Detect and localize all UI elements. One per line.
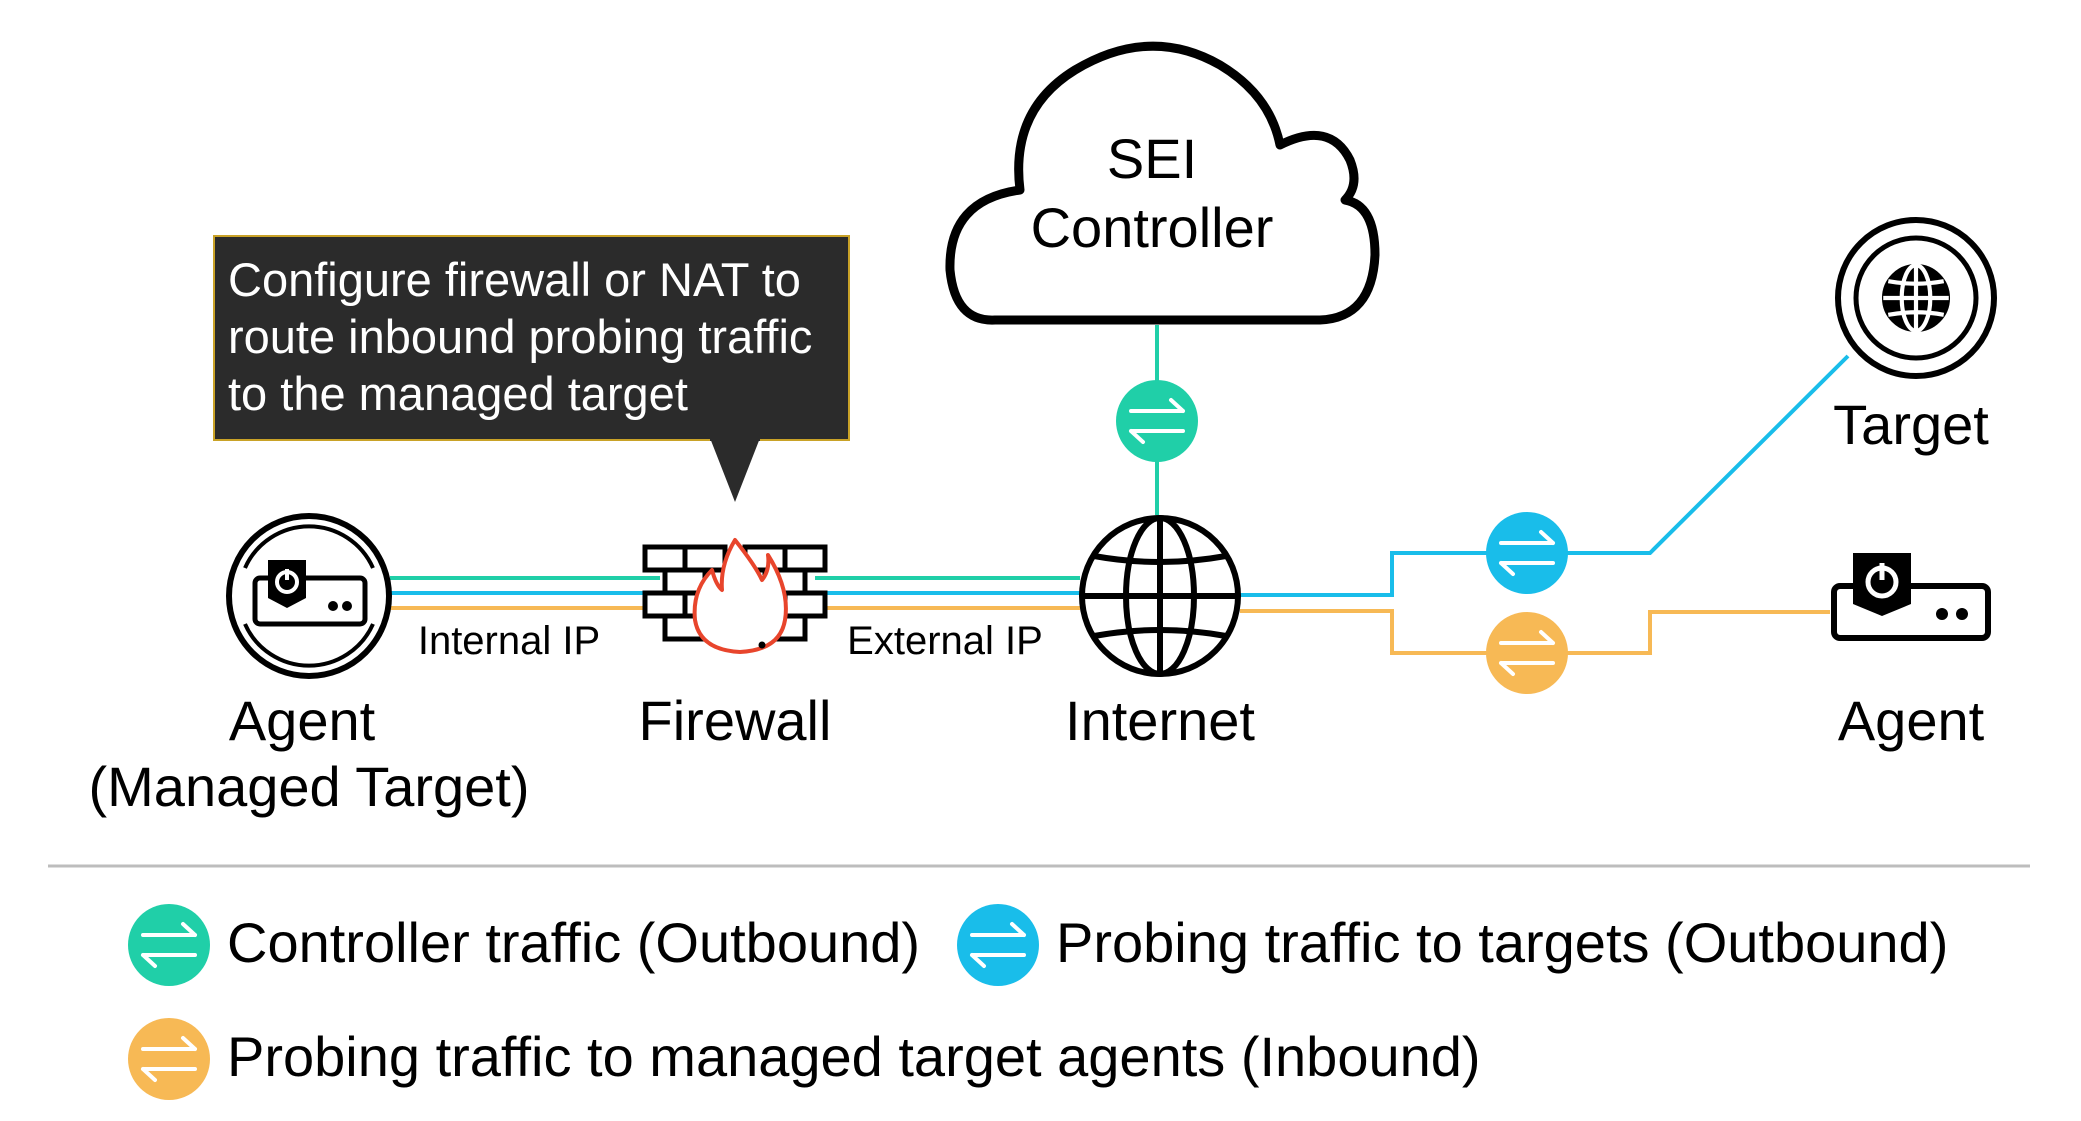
- inbound-traffic-marker: [1486, 612, 1568, 694]
- cloud-label-line2: Controller: [1031, 196, 1274, 259]
- cloud-icon: [945, 41, 1380, 325]
- outbound-traffic-marker: [1486, 512, 1568, 594]
- firewall-callout: [213, 235, 850, 502]
- agent-managed-label-line2: (Managed Target): [89, 755, 530, 818]
- firewall-label: Firewall: [639, 689, 832, 752]
- legend-outbound-label: Probing traffic to targets (Outbound): [1056, 911, 1948, 974]
- agent-managed-label-line1: Agent: [229, 689, 376, 752]
- target-globe-icon: [1835, 217, 1997, 379]
- legend-outbound-icon: [957, 904, 1039, 986]
- callout-line1: Configure firewall or NAT to: [228, 253, 801, 306]
- legend-controller-icon: [128, 904, 210, 986]
- firewall-icon: [642, 538, 828, 654]
- agent-managed-icon: [226, 513, 392, 679]
- cloud-label-line1: SEI: [1107, 127, 1197, 190]
- legend-inbound-label: Probing traffic to managed target agents…: [227, 1025, 1481, 1088]
- legend: Controller traffic (Outbound) Probing tr…: [128, 904, 1948, 1100]
- internal-ip-label: Internal IP: [418, 619, 600, 663]
- outbound-line-target: [1240, 354, 1850, 597]
- internet-label: Internet: [1065, 689, 1255, 752]
- internet-globe-icon: [1079, 515, 1241, 677]
- callout-line2: route inbound probing traffic: [228, 310, 812, 363]
- callout-line3: to the managed target: [228, 367, 688, 420]
- legend-controller-label: Controller traffic (Outbound): [227, 911, 920, 974]
- agent-label: Agent: [1838, 689, 1985, 752]
- legend-inbound-icon: [128, 1018, 210, 1100]
- external-ip-label: External IP: [847, 619, 1043, 663]
- controller-traffic-marker: [1116, 380, 1198, 462]
- agent-icon: [1831, 553, 1991, 641]
- target-label: Target: [1833, 393, 1989, 456]
